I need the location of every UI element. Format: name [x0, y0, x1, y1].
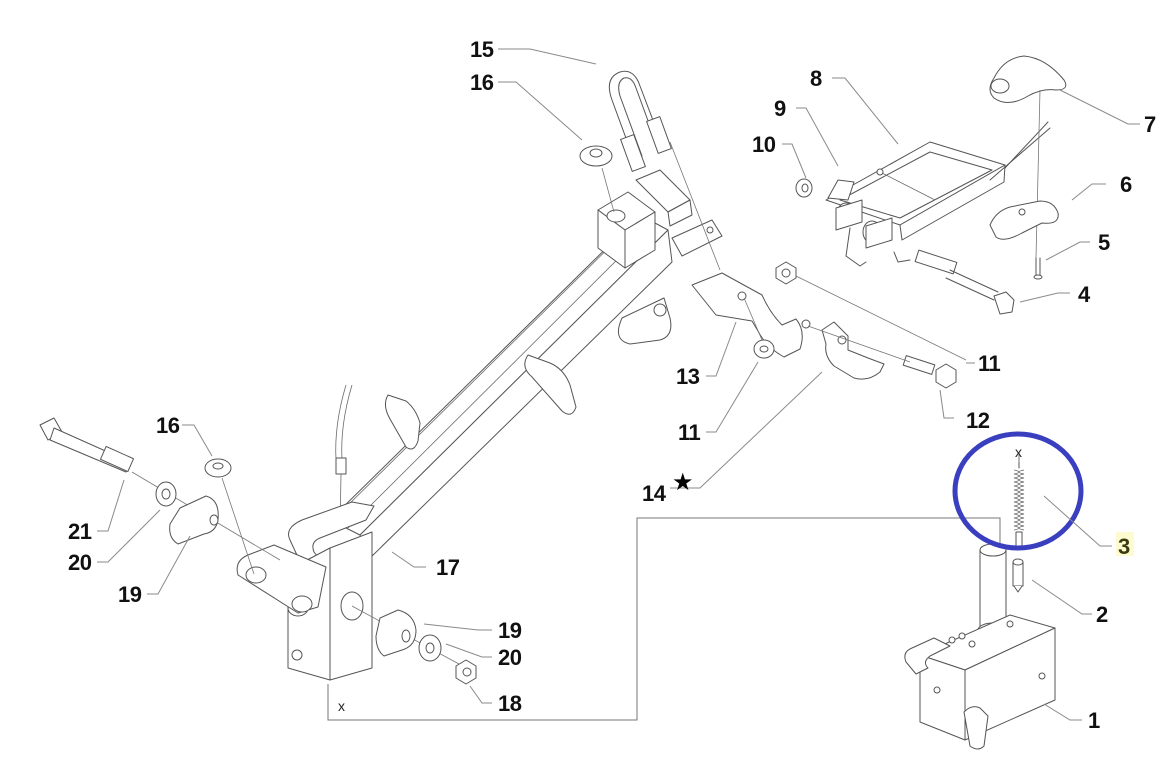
- knob-assembly: [989, 55, 1067, 280]
- callout-6: 6: [1120, 172, 1132, 197]
- callout-19-left: 19: [118, 582, 142, 607]
- callout-9: 9: [774, 96, 786, 121]
- star-icon: ★: [672, 468, 694, 496]
- base-assembly: [904, 461, 1056, 750]
- lever-frame-assembly: [795, 121, 1051, 315]
- callout-15: 15: [470, 37, 494, 62]
- callout-3-highlight: [1116, 532, 1134, 556]
- callout-19-right: 19: [498, 618, 522, 643]
- callout-16-top: 16: [470, 70, 494, 95]
- callout-18: 18: [498, 691, 522, 716]
- connection-marker-top: x: [1015, 444, 1022, 460]
- callout-20-right: 20: [498, 645, 522, 670]
- callout-4: 4: [1078, 282, 1091, 307]
- left-fasteners: [39, 417, 281, 575]
- leader-lines: [97, 48, 1140, 721]
- callout-13: 13: [676, 364, 700, 389]
- callout-1: 1: [1088, 708, 1100, 733]
- highlight-circle: [952, 431, 1084, 551]
- callout-16-left: 16: [156, 413, 180, 438]
- callout-2: 2: [1096, 602, 1108, 627]
- callout-5: 5: [1098, 230, 1110, 255]
- connection-marker-bottom: x: [338, 698, 345, 714]
- connection-line: [327, 517, 1001, 721]
- callout-20-left: 20: [68, 550, 92, 575]
- callout-17: 17: [436, 555, 460, 580]
- callout-7: 7: [1144, 112, 1156, 137]
- bracket-assembly: [691, 261, 967, 389]
- callout-14: 14: [642, 481, 667, 506]
- callout-11-right: 11: [978, 351, 1001, 376]
- lower-bracket-part: [236, 501, 375, 681]
- spring-part: [1013, 461, 1025, 547]
- callout-12: 12: [966, 408, 990, 433]
- callout-8: 8: [810, 66, 822, 91]
- callout-3: 3: [1118, 534, 1130, 559]
- callout-11-left: 11: [678, 420, 701, 445]
- callout-10: 10: [752, 132, 776, 157]
- handle-tube-part: [329, 169, 723, 561]
- right-lower-fasteners: [351, 605, 477, 685]
- callout-21: 21: [68, 519, 92, 544]
- u-bolt-part: [579, 70, 721, 271]
